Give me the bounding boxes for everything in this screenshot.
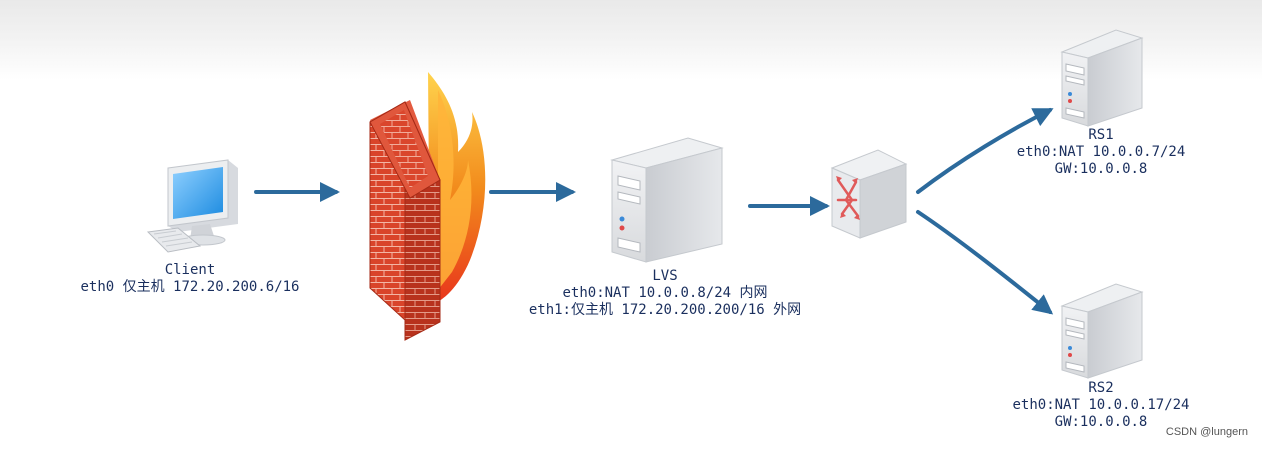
rs2-label: RS2 eth0:NAT 10.0.0.17/24 GW:10.0.0.8 (1001, 380, 1201, 431)
arrow-switch-rs1 (916, 108, 1054, 194)
computer-icon (146, 159, 238, 253)
server-icon (610, 137, 724, 263)
watermark: CSDN @lungern (1165, 426, 1248, 438)
rs1-eth0: eth0:NAT 10.0.0.7/24 (1016, 144, 1186, 160)
arrow-switch-rs2 (916, 210, 1054, 315)
server-icon (1060, 29, 1144, 127)
rs2-name: RS2 (1088, 380, 1114, 396)
header-band (0, 0, 1262, 80)
rs1-label: RS1 eth0:NAT 10.0.0.7/24 GW:10.0.0.8 (1001, 127, 1201, 178)
rs1-gw: GW:10.0.0.8 (1054, 161, 1148, 177)
lvs-label: LVS eth0:NAT 10.0.0.8/24 内网 eth1:仅主机 172… (505, 268, 825, 319)
rs1-name: RS1 (1088, 127, 1114, 143)
lvs-eth0: eth0:NAT 10.0.0.8/24 内网 (562, 285, 768, 301)
client-name: Client (164, 262, 216, 278)
firewall-icon (369, 72, 486, 341)
rs2-gw: GW:10.0.0.8 (1054, 414, 1148, 430)
server-icon (1060, 283, 1144, 379)
switch-icon (830, 149, 908, 239)
client-label: Client eth0 仅主机 172.20.200.6/16 (70, 262, 310, 296)
lvs-name: LVS (652, 268, 678, 284)
rs2-eth0: eth0:NAT 10.0.0.17/24 (1012, 397, 1190, 413)
lvs-eth1: eth1:仅主机 172.20.200.200/16 外网 (528, 302, 802, 318)
client-ip: eth0 仅主机 172.20.200.6/16 (80, 279, 300, 295)
